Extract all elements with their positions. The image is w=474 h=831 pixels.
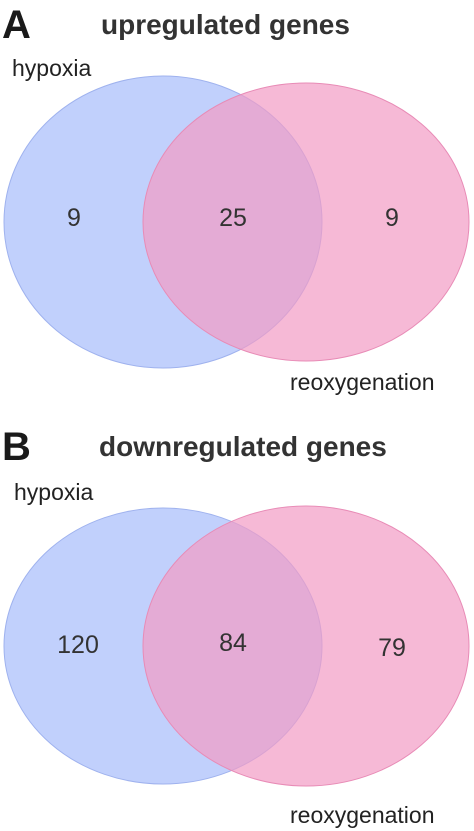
panel-b: B downregulated genes hypoxia reoxygenat… bbox=[2, 425, 470, 828]
panel-a-hypoxia-label: hypoxia bbox=[12, 55, 91, 81]
panel-b-reoxygenation-circle bbox=[142, 505, 470, 787]
panel-b-overlap-count: 84 bbox=[219, 629, 247, 657]
panel-b-hypoxia-only-count: 120 bbox=[57, 631, 99, 659]
panel-a-reoxygenation-only-count: 9 bbox=[385, 204, 399, 232]
panel-a: A upregulated genes hypoxia reoxygenatio… bbox=[2, 3, 470, 395]
panel-b-hypoxia-label: hypoxia bbox=[14, 479, 93, 505]
panel-a-reoxygenation-label: reoxygenation bbox=[290, 369, 435, 395]
panel-b-letter: B bbox=[2, 425, 31, 469]
panel-b-reoxygenation-only-count: 79 bbox=[378, 634, 406, 662]
panel-a-hypoxia-only-count: 9 bbox=[67, 204, 81, 232]
panel-a-overlap-count: 25 bbox=[219, 204, 247, 232]
panel-b-title: downregulated genes bbox=[99, 431, 387, 462]
panel-b-reoxygenation-label: reoxygenation bbox=[290, 802, 435, 828]
panel-a-letter: A bbox=[2, 3, 31, 47]
panel-a-title: upregulated genes bbox=[101, 9, 350, 40]
panel-a-reoxygenation-circle bbox=[142, 82, 470, 362]
